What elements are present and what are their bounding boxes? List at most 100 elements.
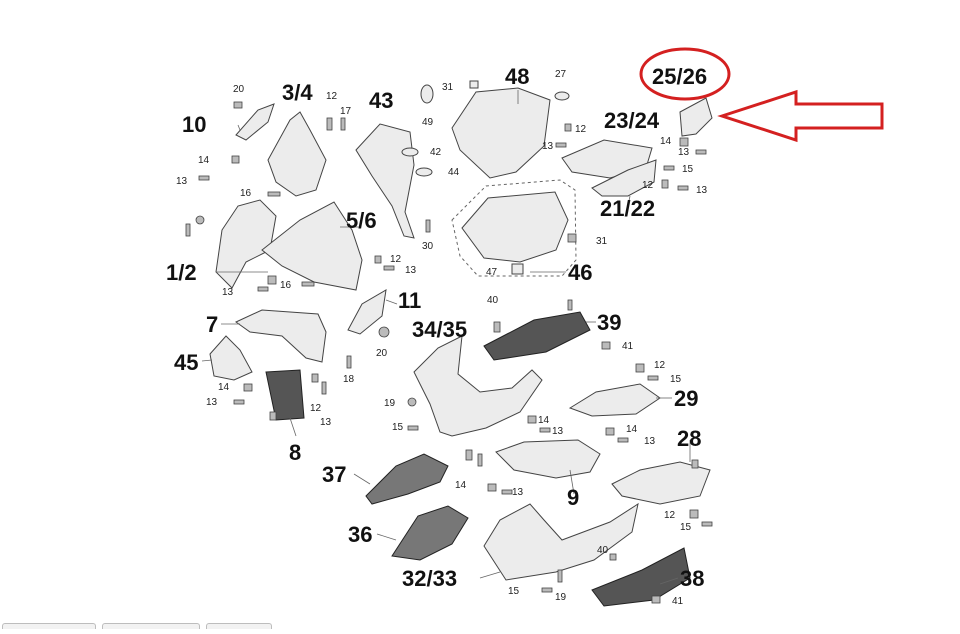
num-49: 49: [422, 117, 434, 128]
part-46-shape: [461, 191, 569, 263]
label-8: 8: [289, 440, 301, 465]
num-20-b: 20: [376, 348, 388, 359]
num-16-b: 16: [280, 280, 292, 291]
num-12-g: 12: [664, 510, 676, 521]
part-45-shape: [209, 335, 253, 381]
num-13-b: 13: [176, 176, 188, 187]
num-12-e: 12: [654, 360, 666, 371]
num-14-d: 14: [538, 415, 550, 426]
num-15-c: 15: [392, 422, 404, 433]
part-38-shape: [591, 547, 691, 607]
part-9-shape: [495, 439, 601, 479]
part-27-shape: [554, 91, 570, 101]
label-11: 11: [398, 288, 421, 313]
part-46-outline: [451, 179, 577, 277]
num-12-d: 12: [390, 254, 402, 265]
num-14-f: 14: [455, 480, 467, 491]
label-43: 43: [369, 88, 393, 113]
label-1-2: 1/2: [166, 260, 197, 285]
label-36: 36: [348, 522, 372, 547]
num-31-b: 31: [596, 236, 608, 247]
num-13-i: 13: [552, 426, 564, 437]
label-46: 46: [568, 260, 592, 285]
part-39-shape: [483, 311, 591, 361]
part-10-shape: [235, 103, 275, 141]
num-13-a: 13: [542, 141, 554, 152]
num-13-h: 13: [320, 417, 332, 428]
label-7: 7: [206, 312, 218, 337]
num-14-c: 14: [218, 382, 230, 393]
num-13-e: 13: [405, 265, 417, 276]
part-21-22-shape: [591, 159, 657, 197]
label-9: 9: [567, 485, 579, 510]
num-15-a: 15: [682, 164, 694, 175]
label-32-33: 32/33: [402, 566, 457, 591]
num-14-a: 14: [198, 155, 210, 166]
num-13-f: 13: [222, 287, 234, 298]
part-47-shape: [511, 263, 524, 275]
num-13-c: 13: [678, 147, 690, 158]
fastener-group: [185, 101, 713, 604]
part-29-shape: [568, 383, 661, 417]
bottom-tab-3[interactable]: [206, 623, 272, 629]
num-14-b: 14: [660, 136, 672, 147]
num-13-g: 13: [206, 397, 218, 408]
part-44-shape: [415, 167, 433, 177]
num-31-a: 31: [442, 82, 454, 93]
bottom-tab-1[interactable]: [2, 623, 96, 629]
label-45: 45: [174, 350, 198, 375]
num-42: 42: [430, 147, 442, 158]
highlight-arrow: [717, 89, 884, 143]
num-13-d: 13: [696, 185, 708, 196]
num-12-b: 12: [575, 124, 587, 135]
num-14-e: 14: [626, 424, 638, 435]
part-7-shape: [235, 309, 327, 363]
num-20-a: 20: [233, 84, 245, 95]
num-12-c: 12: [642, 180, 654, 191]
label-37: 37: [322, 462, 346, 487]
part-37-shape: [365, 453, 449, 505]
part-28-shape: [611, 461, 711, 505]
part-49-shape: [420, 84, 434, 104]
label-3-4: 3/4: [282, 80, 313, 105]
num-19-b: 19: [555, 592, 567, 603]
num-12-a: 12: [326, 91, 338, 102]
label-48: 48: [505, 64, 529, 89]
part-36-shape: [391, 505, 469, 561]
label-21-22: 21/22: [600, 196, 655, 221]
label-10: 10: [182, 112, 206, 137]
label-39: 39: [597, 310, 621, 335]
label-29: 29: [674, 386, 698, 411]
part-8-shape: [265, 369, 305, 421]
num-17: 17: [340, 106, 352, 117]
part-25-26-shape: [679, 97, 713, 137]
part-34-35-shape: [413, 335, 543, 437]
bottom-tab-2[interactable]: [102, 623, 200, 629]
label-25-26: 25/26: [652, 64, 707, 89]
num-40-b: 40: [597, 545, 609, 556]
label-34-35: 34/35: [412, 317, 467, 342]
leader-lines: [201, 90, 691, 585]
num-41-b: 41: [672, 596, 684, 607]
num-15-d: 15: [680, 522, 692, 533]
part-3-4-shape: [267, 111, 327, 197]
num-15-e: 15: [508, 586, 520, 597]
label-38: 38: [680, 566, 704, 591]
num-18: 18: [343, 374, 355, 385]
label-28: 28: [677, 426, 701, 451]
num-40-a: 40: [487, 295, 499, 306]
label-23-24: 23/24: [604, 108, 660, 133]
part-32-33-shape: [483, 502, 639, 581]
highlight-circle: [639, 47, 731, 101]
num-30: 30: [422, 241, 434, 252]
part-31-clip-a: [469, 80, 479, 89]
num-19-a: 19: [384, 398, 396, 409]
num-27: 27: [555, 69, 567, 80]
num-12-f: 12: [310, 403, 322, 414]
num-13-k: 13: [512, 487, 524, 498]
part-5-6-shape: [261, 201, 363, 291]
part-43-shape: [355, 123, 415, 239]
num-44: 44: [448, 167, 460, 178]
